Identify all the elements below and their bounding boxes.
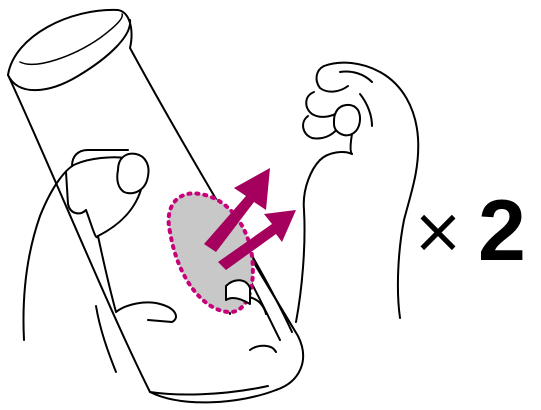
left-hand-icon — [296, 63, 418, 322]
repeat-count-label: × 2 — [412, 176, 537, 286]
repeat-count: 2 — [478, 188, 526, 274]
speaker-icon — [8, 10, 303, 402]
times-symbol: × — [412, 200, 464, 262]
